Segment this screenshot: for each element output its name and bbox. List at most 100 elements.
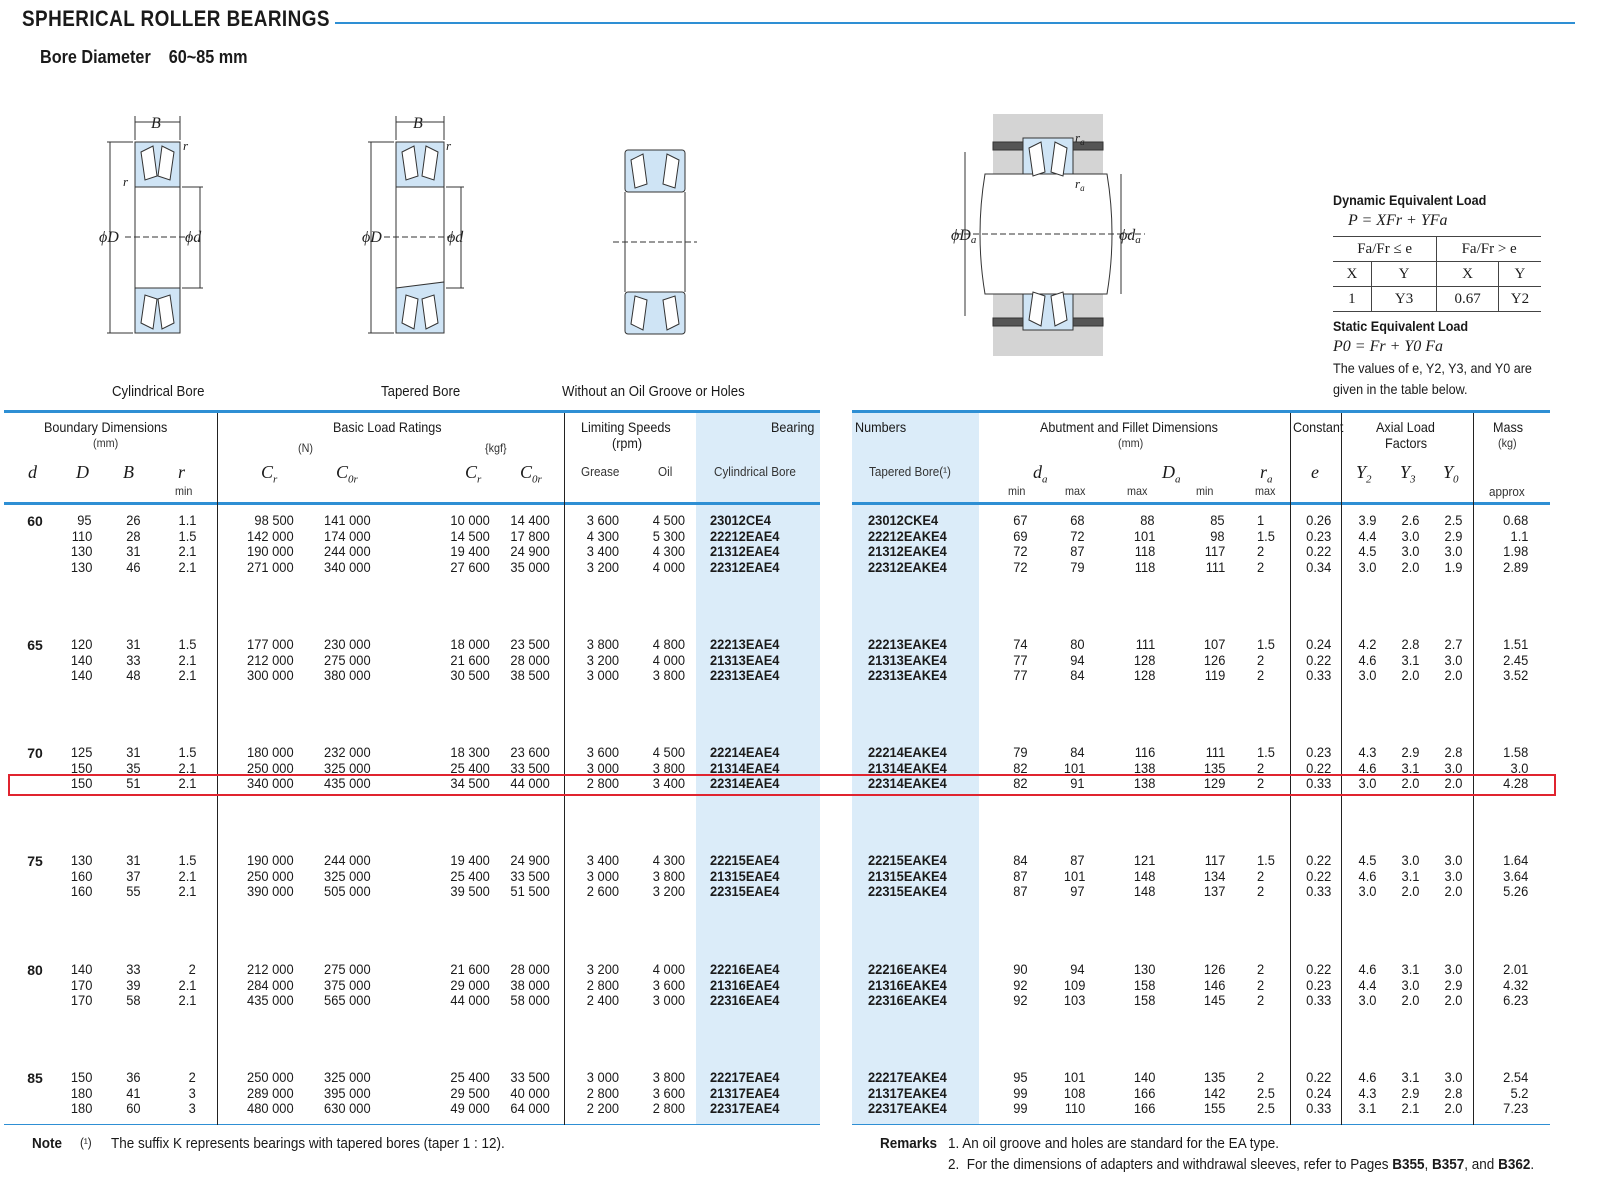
- cell-cyl-bore: 22212EAE4: [710, 527, 780, 544]
- cell-mass: 3.0: [1510, 759, 1528, 776]
- dynamic-load-title: Dynamic Equivalent Load: [1333, 192, 1487, 208]
- cell-Cr-kgf: 30 500: [450, 667, 490, 683]
- cell-da-min: 69: [1013, 527, 1028, 544]
- cell-y0: 2.0: [1444, 883, 1462, 899]
- cell-grease: 2 200: [586, 1100, 619, 1116]
- cell-oil: 3 800: [652, 667, 685, 683]
- cell-mass: 1.51: [1502, 636, 1528, 652]
- load-table-val: Y3: [1371, 286, 1438, 312]
- remark-2: 2. For the dimensions of adapters and wi…: [948, 1156, 1535, 1173]
- cell-Cr-kgf: 25 400: [450, 759, 490, 776]
- cell-cyl-bore: 22214EAE4: [710, 744, 780, 760]
- col-divider: [1341, 413, 1342, 1125]
- cell-grease: 2 800: [586, 1084, 619, 1101]
- cell-y2: 3.0: [1358, 883, 1376, 899]
- cell-r: 1.5: [178, 527, 196, 544]
- svg-text:ϕDa: ϕDa: [951, 227, 977, 246]
- tapered-bore-diagram: B r ϕD ϕd: [362, 115, 464, 334]
- col-d: d: [28, 462, 37, 482]
- cell-da-max: 101: [1063, 867, 1085, 884]
- col-ra: ra: [1260, 462, 1273, 486]
- cell-Cr-kgf: 29 500: [450, 1084, 490, 1101]
- cell-grease: 2 600: [586, 883, 619, 899]
- cell-da-min: 82: [1013, 775, 1028, 791]
- svg-text:ra: ra: [1075, 130, 1085, 147]
- bore-diameter-group-label: 65: [27, 637, 43, 653]
- svg-text:ϕda: ϕda: [1119, 227, 1141, 246]
- static-load-title: Static Equivalent Load: [1333, 318, 1469, 334]
- cell-C0r-kgf: 44 000: [510, 775, 550, 791]
- cell-Cr-N: 250 000: [247, 867, 294, 884]
- cell-grease: 3 000: [586, 867, 619, 884]
- cell-y0: 3.0: [1444, 759, 1462, 776]
- cell-y2: 4.6: [1358, 759, 1376, 776]
- cell-r: 3: [188, 1100, 196, 1116]
- cell-Da-max: 101: [1133, 527, 1155, 544]
- cell-Da-max: 138: [1133, 759, 1155, 776]
- cell-Cr-N: 480 000: [247, 1100, 294, 1116]
- header-boundary-unit: (mm): [93, 436, 119, 450]
- svg-text:ϕD: ϕD: [99, 229, 119, 246]
- cell-C0r-N: 174 000: [324, 527, 371, 544]
- no-oil-groove-diagram: [613, 149, 697, 335]
- cell-C0r-N: 340 000: [324, 558, 371, 575]
- cell-tap-bore: 22313EAKE4: [868, 667, 947, 683]
- col-Da-max: max: [1127, 484, 1148, 498]
- header-limiting: Limiting Speeds: [581, 419, 671, 435]
- header-unit-kgf: {kgf}: [485, 441, 507, 455]
- cell-B: 33: [126, 651, 141, 668]
- cell-oil: 3 800: [652, 1069, 685, 1085]
- cell-Da-max: 138: [1133, 775, 1155, 791]
- cell-D: 130: [70, 543, 92, 559]
- cell-oil: 4 500: [652, 744, 685, 760]
- cell-da-max: 68: [1070, 512, 1085, 528]
- load-table-val: 0.67: [1436, 286, 1499, 312]
- cell-mass: 6.23: [1502, 992, 1528, 1008]
- cell-y3: 3.1: [1401, 759, 1419, 776]
- cell-da-min: 79: [1013, 744, 1028, 760]
- col-y3: Y3: [1400, 462, 1416, 486]
- cell-e: 0.34: [1305, 558, 1331, 575]
- cell-C0r-N: 375 000: [324, 976, 371, 993]
- cell-Cr-kgf: 10 000: [450, 512, 490, 528]
- cell-tap-bore: 22215EAKE4: [868, 852, 947, 868]
- cell-mass: 4.28: [1502, 775, 1528, 791]
- cell-C0r-kgf: 17 800: [510, 527, 550, 544]
- cell-y0: 2.5: [1444, 512, 1462, 528]
- cell-e: 0.23: [1305, 527, 1331, 544]
- cell-r: 2.1: [178, 543, 196, 559]
- cell-Da-min: 142: [1203, 1084, 1225, 1101]
- cell-Da-min: 126: [1203, 651, 1225, 668]
- cell-da-min: 74: [1013, 636, 1028, 652]
- cell-D: 130: [70, 558, 92, 575]
- remarks-label: Remarks: [880, 1135, 938, 1152]
- cell-tap-bore: 22213EAKE4: [868, 636, 947, 652]
- cell-Da-min: 117: [1204, 852, 1225, 868]
- cell-y3: 2.9: [1401, 1084, 1419, 1101]
- note-mark: (¹): [80, 1135, 92, 1150]
- cell-C0r-N: 244 000: [324, 543, 371, 559]
- cell-D: 140: [70, 651, 92, 668]
- cell-e: 0.22: [1305, 651, 1331, 668]
- cell-Da-max: 166: [1133, 1084, 1155, 1101]
- cell-Da-min: 85: [1210, 512, 1225, 528]
- cell-mass: 7.23: [1502, 1100, 1528, 1116]
- cell-ra-max: 2: [1257, 775, 1265, 791]
- cell-B: 58: [126, 992, 141, 1008]
- cell-cyl-bore: 21313EAE4: [710, 651, 780, 668]
- cell-B: 37: [126, 867, 141, 884]
- cell-tap-bore: 22314EAKE4: [868, 775, 947, 791]
- cell-cyl-bore: 22216EAE4: [710, 961, 780, 977]
- cell-r: 2: [188, 1069, 196, 1085]
- cell-cyl-bore: 21315EAE4: [710, 867, 780, 884]
- cell-D: 180: [70, 1100, 92, 1116]
- col-divider: [217, 413, 218, 1125]
- cell-da-max: 97: [1070, 883, 1085, 899]
- cell-cyl-bore: 21312EAE4: [710, 543, 780, 559]
- cell-da-max: 80: [1070, 636, 1085, 652]
- cell-r: 2.1: [178, 651, 196, 668]
- cell-ra-max: 2: [1257, 651, 1265, 668]
